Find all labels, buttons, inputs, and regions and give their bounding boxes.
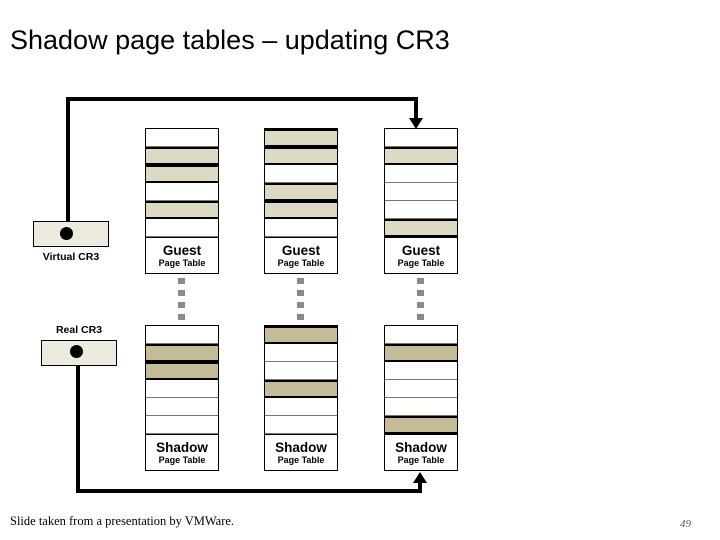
virtual-cr3-connector-segment-vertical-left bbox=[66, 97, 70, 232]
shadow-page-table-1-rows bbox=[146, 326, 218, 434]
page-table-entry[interactable] bbox=[385, 362, 457, 380]
page-table-entry[interactable] bbox=[146, 398, 218, 416]
page-table-entry[interactable] bbox=[265, 183, 337, 201]
page-table-entry[interactable] bbox=[265, 398, 337, 416]
page-table-entry[interactable] bbox=[265, 147, 337, 165]
page-table-entry[interactable] bbox=[265, 416, 337, 434]
page-table-entry[interactable] bbox=[385, 398, 457, 416]
guest-2-to-shadow-2-dotted-connector bbox=[297, 278, 304, 326]
page-table-entry[interactable] bbox=[265, 362, 337, 380]
shadow-page-table-3-caption-main: Shadow bbox=[395, 440, 447, 455]
real-cr3-arrowhead-icon bbox=[413, 472, 427, 483]
shadow-page-table-1-caption-main: Shadow bbox=[156, 440, 208, 455]
shadow-page-table-2-caption: Shadow Page Table bbox=[265, 434, 337, 470]
guest-page-table-3-caption: Guest Page Table bbox=[385, 237, 457, 273]
guest-page-table-3[interactable]: Guest Page Table bbox=[384, 128, 458, 274]
guest-page-table-3-rows bbox=[385, 129, 457, 237]
guest-page-table-1-caption: Guest Page Table bbox=[146, 237, 218, 273]
page-table-entry[interactable] bbox=[265, 219, 337, 237]
virtual-cr3-label: Virtual CR3 bbox=[42, 251, 100, 263]
shadow-page-table-2[interactable]: Shadow Page Table bbox=[264, 325, 338, 471]
page-table-entry[interactable] bbox=[385, 380, 457, 398]
real-cr3-connector-segment-vertical-left bbox=[76, 352, 80, 493]
real-cr3-pointer-dot-icon bbox=[70, 345, 83, 358]
page-table-entry[interactable] bbox=[385, 219, 457, 237]
page-table-entry[interactable] bbox=[146, 147, 218, 165]
page-table-entry[interactable] bbox=[385, 147, 457, 165]
shadow-page-table-2-rows bbox=[265, 326, 337, 434]
real-cr3-label: Real CR3 bbox=[55, 324, 103, 336]
guest-page-table-1-caption-main: Guest bbox=[162, 243, 202, 258]
page-table-entry[interactable] bbox=[146, 416, 218, 434]
footer-attribution-note: Slide taken from a presentation by VMWar… bbox=[10, 514, 235, 528]
page-table-entry[interactable] bbox=[385, 326, 457, 344]
shadow-page-table-1[interactable]: Shadow Page Table bbox=[145, 325, 219, 471]
real-cr3-connector-segment-vertical-right bbox=[418, 482, 422, 493]
page-table-entry[interactable] bbox=[385, 344, 457, 362]
guest-page-table-2-caption: Guest Page Table bbox=[265, 237, 337, 273]
page-table-entry[interactable] bbox=[385, 201, 457, 219]
guest-page-table-1-rows bbox=[146, 129, 218, 237]
guest-page-table-2-rows bbox=[265, 129, 337, 237]
page-table-entry[interactable] bbox=[146, 201, 218, 219]
shadow-page-table-2-caption-sub: Page Table bbox=[277, 455, 325, 465]
page-table-entry[interactable] bbox=[265, 129, 337, 147]
shadow-page-table-1-caption: Shadow Page Table bbox=[146, 434, 218, 470]
page-table-entry[interactable] bbox=[146, 183, 218, 201]
page-title: Shadow page tables – updating CR3 bbox=[10, 25, 450, 55]
page-table-entry[interactable] bbox=[385, 183, 457, 201]
guest-page-table-3-caption-sub: Page Table bbox=[397, 258, 445, 268]
page-table-entry[interactable] bbox=[146, 326, 218, 344]
page-table-entry[interactable] bbox=[146, 380, 218, 398]
guest-3-to-shadow-3-dotted-connector bbox=[417, 278, 424, 326]
page-table-entry[interactable] bbox=[385, 129, 457, 147]
shadow-page-table-2-caption-main: Shadow bbox=[275, 440, 327, 455]
guest-page-table-3-caption-main: Guest bbox=[401, 243, 441, 258]
page-table-entry[interactable] bbox=[385, 165, 457, 183]
guest-1-to-shadow-1-dotted-connector bbox=[178, 278, 185, 326]
guest-page-table-1-caption-sub: Page Table bbox=[158, 258, 206, 268]
page-table-entry[interactable] bbox=[146, 219, 218, 237]
virtual-cr3-arrowhead-icon bbox=[409, 118, 423, 129]
guest-page-table-2-caption-sub: Page Table bbox=[277, 258, 325, 268]
shadow-page-table-3-caption: Shadow Page Table bbox=[385, 434, 457, 470]
shadow-page-table-1-caption-sub: Page Table bbox=[158, 455, 206, 465]
page-number: 49 bbox=[680, 518, 691, 530]
page-table-entry[interactable] bbox=[265, 326, 337, 344]
guest-page-table-2-caption-main: Guest bbox=[281, 243, 321, 258]
page-table-entry[interactable] bbox=[265, 201, 337, 219]
guest-page-table-2[interactable]: Guest Page Table bbox=[264, 128, 338, 274]
page-table-entry[interactable] bbox=[265, 380, 337, 398]
page-table-entry[interactable] bbox=[146, 362, 218, 380]
virtual-cr3-connector-segment-vertical-right bbox=[414, 97, 418, 120]
virtual-cr3-pointer-dot-icon bbox=[60, 227, 73, 240]
page-table-entry[interactable] bbox=[146, 344, 218, 362]
page-table-entry[interactable] bbox=[265, 344, 337, 362]
guest-page-table-1[interactable]: Guest Page Table bbox=[145, 128, 219, 274]
virtual-cr3-connector-segment-horizontal bbox=[66, 97, 418, 101]
shadow-page-table-3-caption-sub: Page Table bbox=[397, 455, 445, 465]
real-cr3-connector-segment-horizontal bbox=[76, 489, 422, 493]
page-table-entry[interactable] bbox=[265, 165, 337, 183]
page-table-entry[interactable] bbox=[146, 129, 218, 147]
shadow-page-table-3[interactable]: Shadow Page Table bbox=[384, 325, 458, 471]
page-table-entry[interactable] bbox=[146, 165, 218, 183]
shadow-page-table-3-rows bbox=[385, 326, 457, 434]
page-table-entry[interactable] bbox=[385, 416, 457, 434]
